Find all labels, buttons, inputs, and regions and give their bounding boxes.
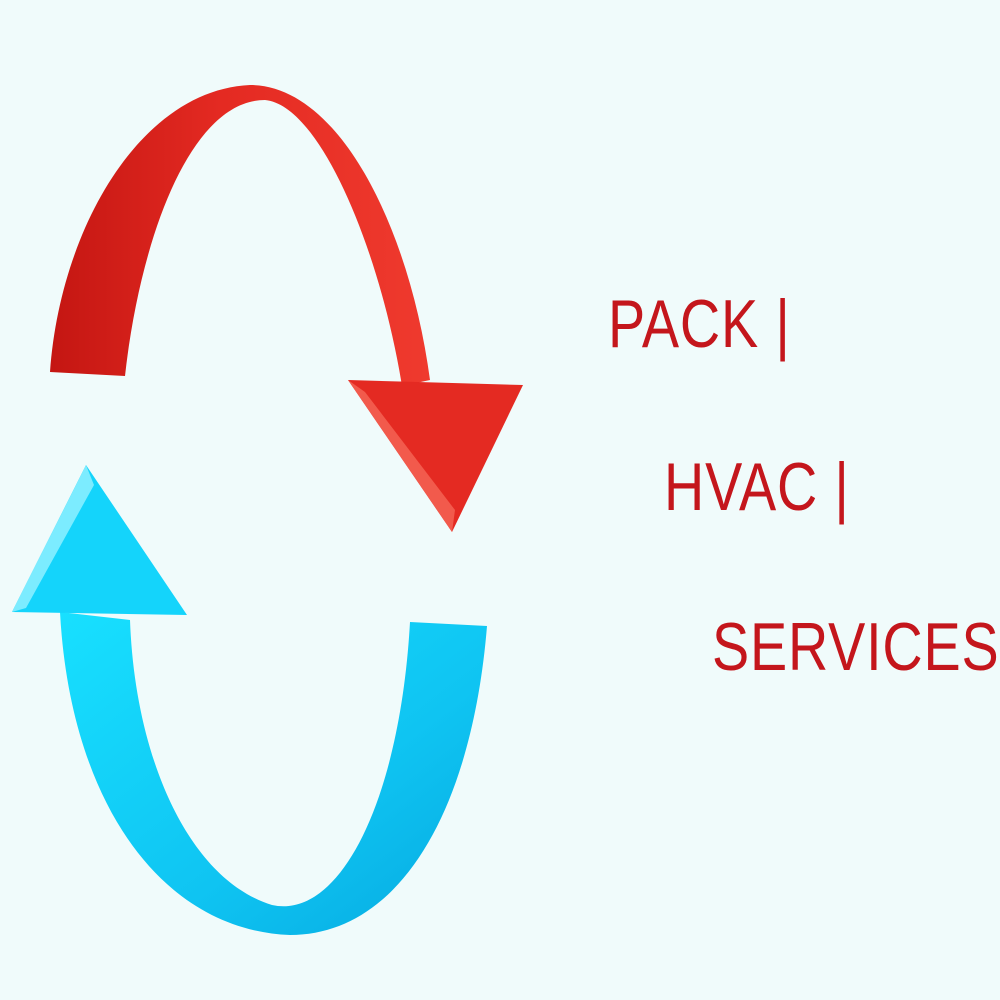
pack-text: PACK	[608, 286, 759, 362]
hvac-separator: |	[834, 449, 850, 525]
blue-cycle-arrow-icon	[12, 465, 487, 935]
services-text: SERVICES	[712, 609, 1000, 685]
red-arrowhead	[348, 380, 523, 532]
logo-word-pack: PACK |	[608, 290, 791, 358]
blue-arrowhead	[12, 465, 187, 615]
red-arrowhead-bevel	[348, 380, 455, 532]
logo-word-hvac: HVAC |	[664, 453, 850, 521]
blue-arrow-body	[60, 612, 487, 935]
red-cycle-arrow-icon	[50, 85, 523, 532]
red-arrow-body	[50, 85, 430, 386]
logo-word-services: SERVICES |	[712, 613, 1000, 681]
hvac-text: HVAC	[664, 449, 819, 525]
pack-separator: |	[775, 286, 791, 362]
blue-arrowhead-bevel	[12, 465, 94, 612]
